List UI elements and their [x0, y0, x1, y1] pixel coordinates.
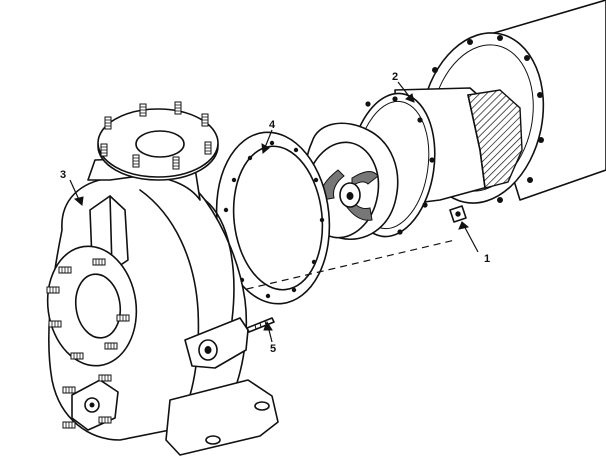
- impeller-seal-assembly: [304, 87, 523, 240]
- callout-4: 4: [269, 119, 276, 131]
- callout-5: 5: [270, 343, 276, 355]
- alignment-centerline: [199, 239, 456, 301]
- pump-casing: [46, 108, 279, 456]
- callout-2: 2: [392, 71, 398, 83]
- callout-3: 3: [60, 169, 66, 181]
- callout-leaders: [69, 81, 479, 343]
- gasket: [215, 131, 331, 305]
- callout-labels: 1 2 3 4 5: [60, 71, 490, 355]
- callout-1: 1: [484, 253, 490, 265]
- capscrew: [449, 205, 467, 223]
